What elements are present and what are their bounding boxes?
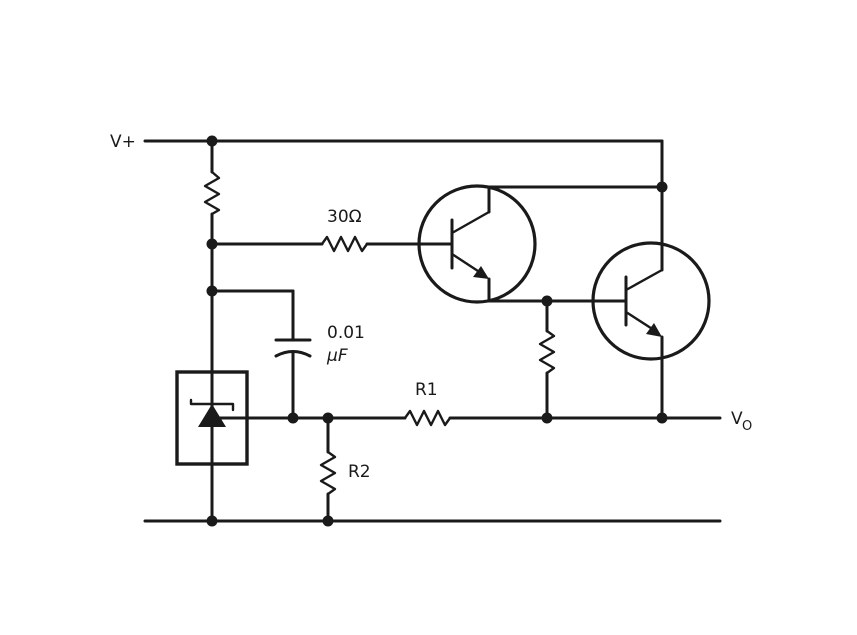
label-output-subscript: O bbox=[742, 419, 752, 434]
top-resistor bbox=[203, 170, 221, 216]
reference-node bbox=[245, 416, 407, 523]
darlington-link bbox=[487, 299, 628, 420]
bleed-resistor bbox=[538, 329, 556, 375]
capacitor-branch bbox=[210, 289, 312, 420]
label-supply: V+ bbox=[110, 132, 136, 152]
transistor-q1 bbox=[417, 184, 537, 304]
resistor-30-ohm bbox=[320, 235, 369, 253]
collector-bus bbox=[487, 185, 664, 272]
transistor-q2 bbox=[591, 241, 711, 420]
label-r1: R1 bbox=[415, 380, 438, 400]
junction-dots bbox=[206, 135, 668, 527]
q2-emitter-arrow bbox=[646, 323, 662, 337]
resistor-r2 bbox=[319, 450, 337, 496]
label-capacitor-value: 0.01 bbox=[327, 323, 365, 343]
base-resistor-branch bbox=[210, 235, 454, 253]
q1-emitter-arrow bbox=[473, 266, 489, 279]
label-r2: R2 bbox=[348, 462, 371, 482]
label-30-ohm: 30Ω bbox=[327, 207, 362, 227]
resistor-r1-branch bbox=[403, 409, 722, 427]
regulator-diode-symbol bbox=[198, 404, 226, 427]
resistor-r1 bbox=[403, 409, 452, 427]
shunt-regulator bbox=[175, 370, 249, 466]
supply-rail bbox=[143, 139, 664, 189]
label-output: V bbox=[731, 409, 743, 429]
label-capacitor-unit: µF bbox=[326, 346, 348, 366]
